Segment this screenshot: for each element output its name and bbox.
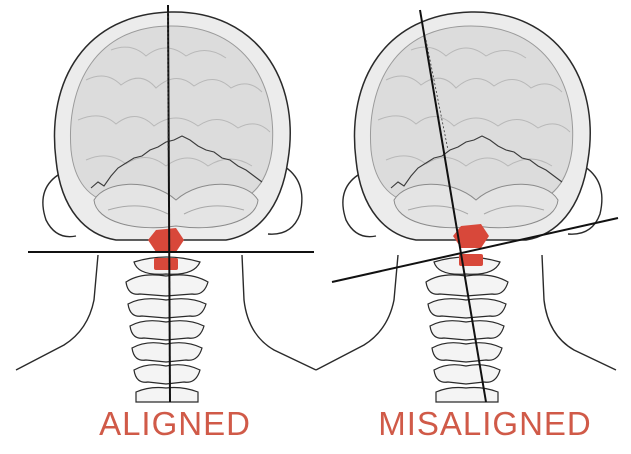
aligned-label: ALIGNED — [60, 402, 290, 446]
misaligned-figure — [316, 12, 616, 402]
aligned-figure — [16, 12, 316, 402]
c2-highlight — [154, 258, 178, 270]
misaligned-label: MISALIGNED — [350, 402, 620, 446]
